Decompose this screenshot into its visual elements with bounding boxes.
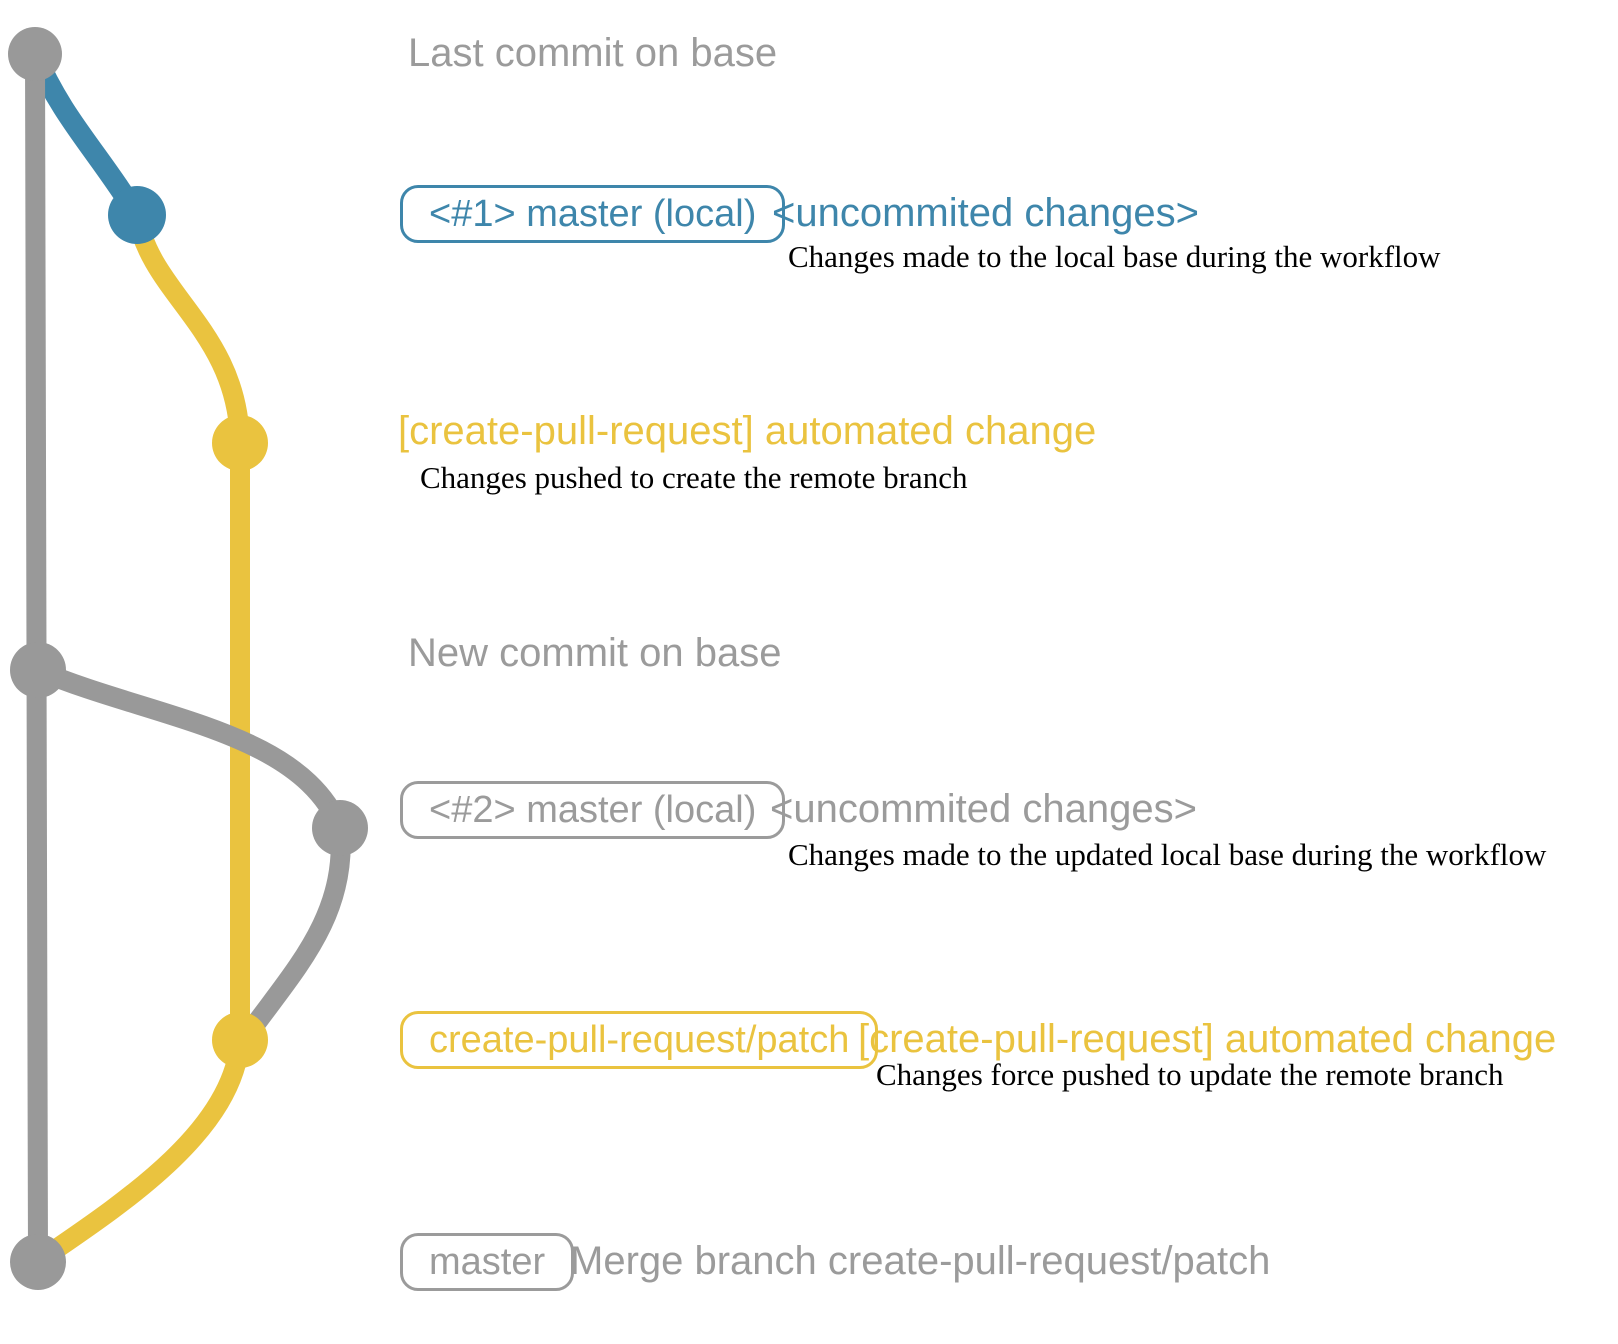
node-uncommitted-changes-2 — [312, 800, 368, 856]
node-remote-branch-created — [212, 415, 268, 471]
node-last-commit-on-base — [8, 27, 62, 81]
badge-master: master — [400, 1233, 575, 1291]
edge-base-to-local-changes-1 — [24, 43, 148, 226]
edge-remote-to-merge — [30, 1030, 250, 1270]
badge-master-local-2: <#2> master (local) — [400, 781, 786, 839]
node-new-commit-on-base — [10, 642, 66, 698]
automated-change-desc-1: Changes pushed to create the remote bran… — [420, 460, 968, 495]
automated-change-title-1: [create-pull-request] automated change — [398, 409, 1097, 453]
new-commit-label: New commit on base — [408, 631, 782, 675]
uncommitted-changes-desc-2: Changes made to the updated local base d… — [788, 837, 1547, 872]
node-uncommitted-changes-1 — [108, 186, 166, 244]
last-commit-label: Last commit on base — [408, 31, 778, 75]
automated-change-title-2: [create-pull-request] automated change — [858, 1017, 1557, 1061]
edge-local-2-to-remote-update — [234, 818, 351, 1050]
automated-change-desc-2: Changes force pushed to update the remot… — [876, 1057, 1504, 1092]
uncommitted-changes-desc-1: Changes made to the local base during th… — [788, 239, 1441, 274]
badge-master-local-1: <#1> master (local) — [400, 185, 786, 243]
node-merge-commit — [10, 1234, 66, 1290]
node-remote-branch-force-updated — [212, 1012, 268, 1068]
edge-local-1-to-remote-branch — [127, 205, 250, 453]
badge-create-pull-request-patch: create-pull-request/patch — [400, 1011, 879, 1069]
uncommitted-changes-title-2: <uncommited changes> — [770, 787, 1197, 831]
merge-commit-label: Merge branch create-pull-request/patch — [570, 1239, 1271, 1283]
uncommitted-changes-title-1: <uncommited changes> — [772, 191, 1199, 235]
edge-base-to-local-changes-2 — [28, 660, 350, 838]
edge-base-line — [25, 44, 48, 1272]
